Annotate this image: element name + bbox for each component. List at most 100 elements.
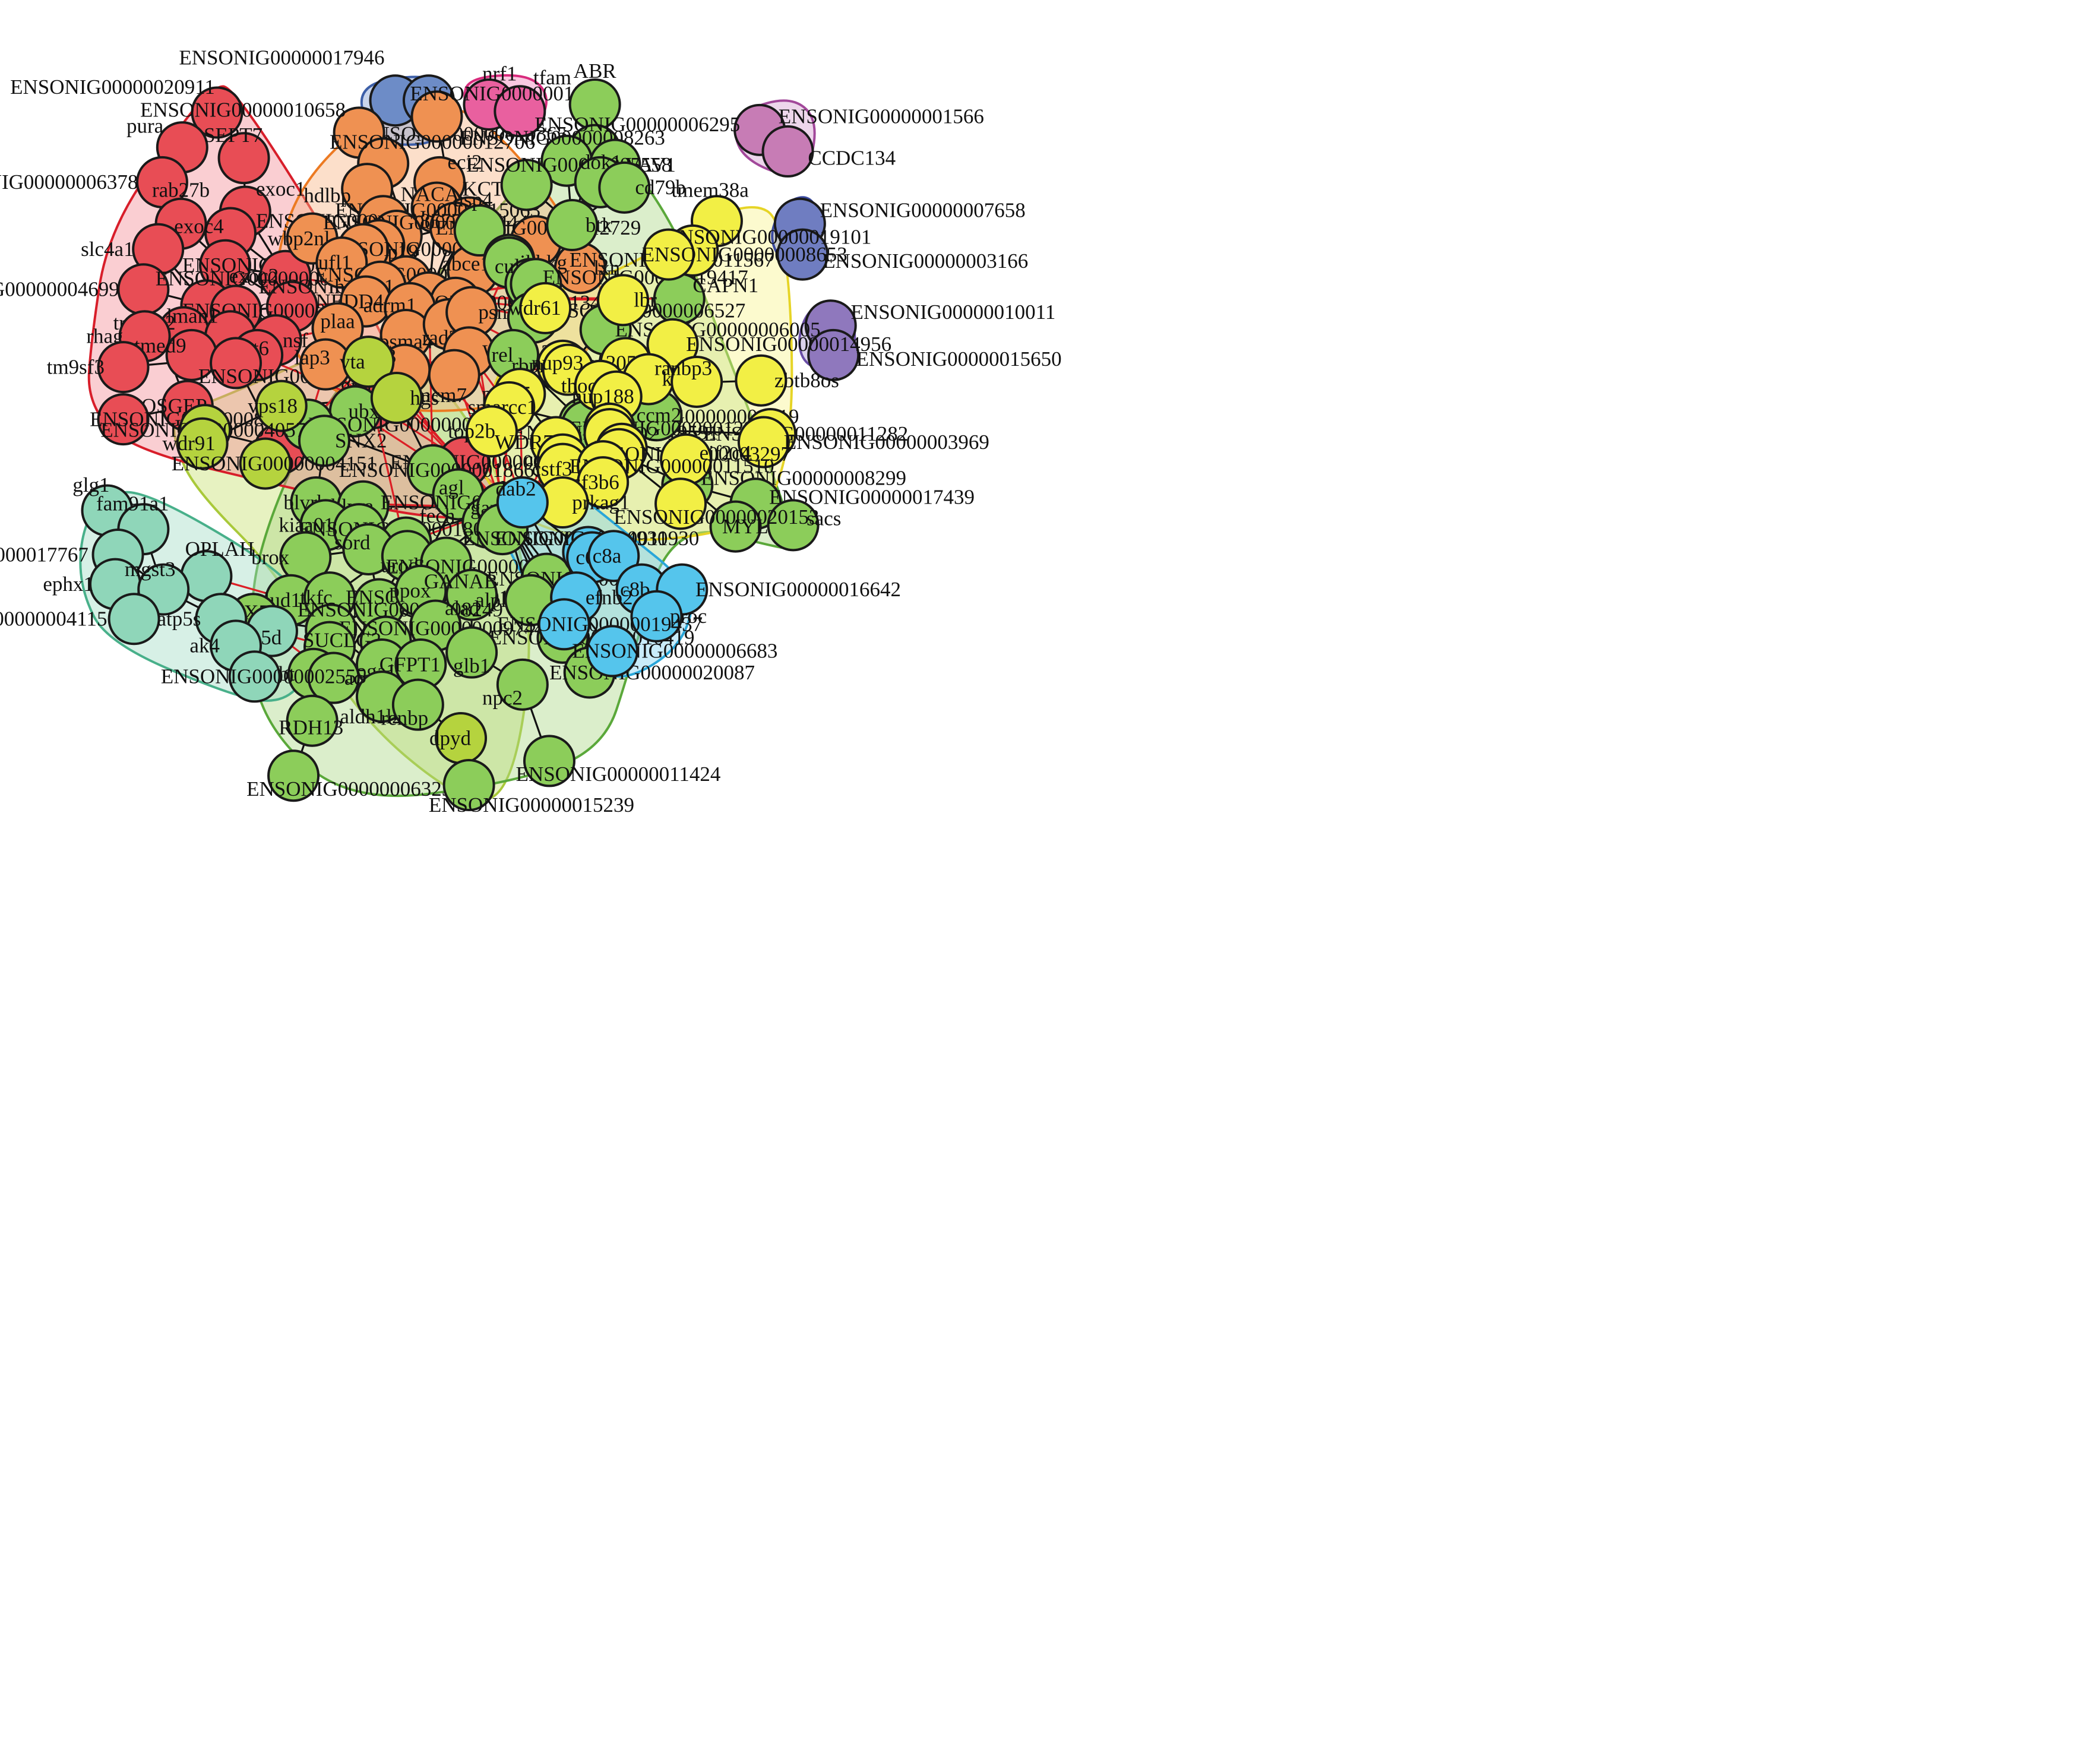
node-ENSONIG00000020911[interactable]: ENSONIG00000020911 xyxy=(10,75,243,139)
node-circle[interactable] xyxy=(342,336,395,388)
node-mcm7[interactable]: mcm7 xyxy=(415,349,480,407)
node-npc2[interactable]: npc2 xyxy=(482,658,549,711)
node-hgs[interactable]: hgs xyxy=(370,372,439,425)
node-ufl1[interactable]: ufl1 xyxy=(315,236,368,289)
node-proc[interactable]: proc xyxy=(630,590,707,643)
node-circle[interactable] xyxy=(642,228,695,281)
node-circle[interactable] xyxy=(587,530,640,583)
node-SEPT7[interactable]: SEPT7 xyxy=(204,124,270,185)
node-zbtb8os[interactable]: zbtb8os xyxy=(735,354,839,407)
node-circle[interactable] xyxy=(735,354,788,407)
node-ENSONIG00000011424[interactable]: ENSONIG00000011424 xyxy=(516,735,721,787)
node-ENSONIG00000003969[interactable]: ENSONIG00000003969 xyxy=(737,416,989,469)
node-tmem38a[interactable]: tmem38a xyxy=(672,179,749,248)
node-circle[interactable] xyxy=(546,199,599,252)
node-CAPN1[interactable]: CAPN1 xyxy=(653,273,758,325)
node-circle[interactable] xyxy=(97,393,150,446)
node-SNX2[interactable]: SNX2 xyxy=(298,415,387,467)
node-wdr61[interactable]: wdr61 xyxy=(508,281,572,334)
node-ENSONIG00000020153[interactable]: ENSONIG00000020153 xyxy=(613,477,819,530)
node-tmed9[interactable]: tmed9 xyxy=(134,328,218,381)
node-circle[interactable] xyxy=(445,568,498,621)
node-circle[interactable] xyxy=(370,372,423,425)
node-circle[interactable] xyxy=(500,159,553,211)
node-circle[interactable] xyxy=(239,437,292,490)
node-circle[interactable] xyxy=(315,236,368,289)
node-circle[interactable] xyxy=(410,90,463,143)
node-RDH13[interactable]: RDH13 xyxy=(279,694,343,747)
node-ABR[interactable]: ABR xyxy=(568,59,621,131)
node-circle[interactable] xyxy=(298,415,350,467)
node-ENSONIG00000005558[interactable]: ENSONIG00000005558 xyxy=(466,153,672,211)
node-circle[interactable] xyxy=(97,341,150,394)
node-cd79b[interactable]: cd79b xyxy=(598,161,686,214)
node-circle[interactable] xyxy=(597,274,650,327)
node-lxn[interactable]: lxn xyxy=(554,242,620,295)
node-brox[interactable]: brox xyxy=(251,531,332,584)
node-ENSONIG00000004115[interactable]: ENSONIG00000004115 xyxy=(0,593,160,646)
node-circle[interactable] xyxy=(210,337,262,390)
node-dpyd[interactable]: dpyd xyxy=(429,712,488,765)
node-OPLAH[interactable]: OPLAH xyxy=(180,537,254,603)
node-ENSONIG00000008653[interactable]: ENSONIG00000008653 xyxy=(642,228,847,281)
node-circle[interactable] xyxy=(496,476,549,529)
node-alad[interactable]: alad xyxy=(409,597,480,652)
node-circle[interactable] xyxy=(767,499,820,552)
node-ENSONIG00000006378[interactable]: ENSONIG00000006378 xyxy=(0,156,188,208)
node-ENSONIG00000015239[interactable]: ENSONIG00000015239 xyxy=(429,759,634,817)
node-circle[interactable] xyxy=(428,349,480,401)
node-ENSONIG00000006323[interactable]: ENSONIG00000006323 xyxy=(246,749,452,802)
node-circle[interactable] xyxy=(709,500,762,553)
node-slc4a1[interactable]: slc4a1 xyxy=(81,223,185,276)
node-circle[interactable] xyxy=(519,281,572,334)
node-ENSONIG00000001566[interactable]: ENSONIG00000001566 xyxy=(733,103,984,156)
node-GANAB[interactable]: GANAB xyxy=(424,568,498,621)
node-ranbp3[interactable]: ranbp3 xyxy=(654,355,723,408)
node-circle[interactable] xyxy=(255,379,308,432)
node-ENSONIG00000003166[interactable]: ENSONIG00000003166 xyxy=(776,228,1028,281)
node-circle[interactable] xyxy=(671,355,723,408)
node-circle[interactable] xyxy=(307,651,360,704)
node-ENSONIG00000006683[interactable]: ENSONIG00000006683 xyxy=(572,625,777,678)
node-circle[interactable] xyxy=(176,417,229,470)
node-circle[interactable] xyxy=(391,678,444,731)
node-ENSONIG00000010658[interactable]: ENSONIG00000010658 xyxy=(140,98,385,159)
node-circle[interactable] xyxy=(776,228,829,281)
node-ENSONIG00000015650[interactable]: ENSONIG00000015650 xyxy=(807,328,1062,381)
node-circle[interactable] xyxy=(494,85,546,138)
node-circle[interactable] xyxy=(598,161,651,214)
node-sacs[interactable]: sacs xyxy=(767,499,842,552)
node-circle[interactable] xyxy=(761,125,814,178)
node-circle[interactable] xyxy=(737,416,790,469)
node-sord[interactable]: sord xyxy=(334,523,395,575)
node-lbr[interactable]: lbr xyxy=(597,274,657,327)
node-circle[interactable] xyxy=(228,650,281,703)
node-tfam[interactable]: tfam xyxy=(494,66,571,138)
node-circle[interactable] xyxy=(630,590,683,643)
node-dab2[interactable]: dab2 xyxy=(496,476,549,529)
node-circle[interactable] xyxy=(107,593,160,646)
node-circle[interactable] xyxy=(267,749,320,802)
node-glb1[interactable]: glb1 xyxy=(445,626,498,679)
node-tm9sf3[interactable]: tm9sf3 xyxy=(47,341,150,394)
node-ENSONIG00000004151[interactable]: ENSONIG00000004151 xyxy=(172,437,377,490)
node-circle[interactable] xyxy=(217,132,270,185)
node-circle[interactable] xyxy=(537,598,590,651)
node-circle[interactable] xyxy=(496,658,549,711)
node-circle[interactable] xyxy=(523,735,575,787)
node-circle[interactable] xyxy=(442,759,495,812)
node-circle[interactable] xyxy=(586,625,638,678)
node-rel[interactable]: rel xyxy=(487,328,540,381)
node-top2b[interactable]: top2b xyxy=(448,405,518,458)
node-circle[interactable] xyxy=(465,405,518,458)
node-circle[interactable] xyxy=(807,328,860,381)
node-circle[interactable] xyxy=(286,694,339,747)
node-ENSONIG00000004699[interactable]: ENSONIG00000004699 xyxy=(0,263,170,316)
node-circle[interactable] xyxy=(191,86,243,139)
node-renbp[interactable]: renbp xyxy=(381,678,444,731)
node-circle[interactable] xyxy=(654,477,707,530)
node-eif2c4[interactable]: eif2c4 xyxy=(660,433,751,486)
node-c8a[interactable]: c8a xyxy=(587,530,640,583)
node-vta[interactable]: vta xyxy=(340,336,395,388)
node-btk[interactable]: btk xyxy=(546,199,612,252)
